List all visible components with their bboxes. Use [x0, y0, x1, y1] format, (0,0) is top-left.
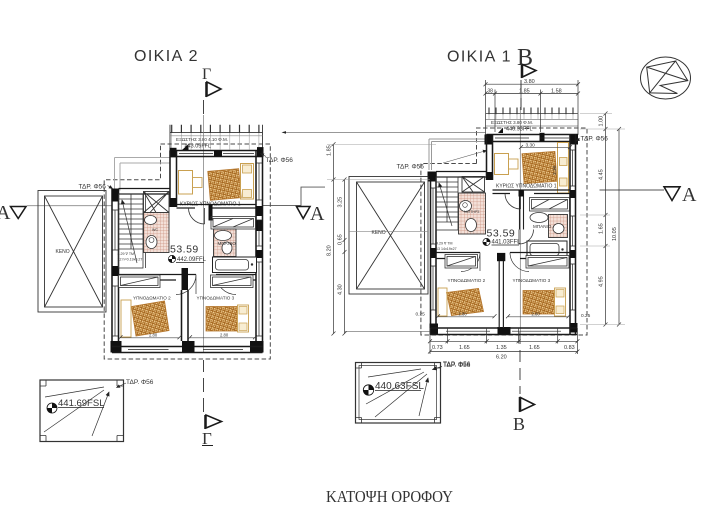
- svg-text:ΤΔΡ. Φ56: ΤΔΡ. Φ56: [443, 362, 471, 369]
- svg-text:Β: Β: [513, 414, 525, 434]
- svg-text:443.09FFL: 443.09FFL: [185, 144, 212, 150]
- svg-text:Α: Α: [682, 184, 697, 206]
- svg-text:0.65: 0.65: [338, 234, 344, 245]
- svg-text:ΥΠΝΟΔΩΜΑΤΙΟ 3: ΥΠΝΟΔΩΜΑΤΙΟ 3: [513, 278, 551, 283]
- svg-text:13 14x19x27: 13 14x19x27: [436, 247, 457, 251]
- svg-text:8.20: 8.20: [327, 245, 333, 256]
- svg-text:Β: Β: [517, 45, 533, 71]
- svg-text:4.45: 4.45: [599, 169, 605, 180]
- svg-text:ΚΕΝΟ: ΚΕΝΟ: [56, 249, 70, 255]
- svg-text:4.29 ∇ ΤΜ: 4.29 ∇ ΤΜ: [436, 242, 453, 246]
- svg-text:2.80: 2.80: [532, 312, 541, 317]
- svg-text:441.03FFL: 441.03FFL: [492, 240, 522, 246]
- svg-text:ΥΠΝΟΔΩΜΑΤΙΟ 3: ΥΠΝΟΔΩΜΑΤΙΟ 3: [197, 296, 235, 301]
- svg-text:440.93FFL: 440.93FFL: [506, 127, 533, 133]
- svg-text:0.73: 0.73: [432, 345, 443, 351]
- svg-text:0.25: 0.25: [581, 313, 591, 319]
- svg-text:441.69FSL: 441.69FSL: [58, 398, 104, 409]
- svg-text:4.29 ∇ ΤΜ: 4.29 ∇ ΤΜ: [118, 252, 135, 256]
- svg-text:ΕΞΩΣΤΗΣ 3.80 Φ.Μ.: ΕΞΩΣΤΗΣ 3.80 Φ.Μ.: [491, 120, 533, 125]
- svg-text:ΜΠΑΝΙΟ: ΜΠΑΝΙΟ: [533, 224, 552, 229]
- svg-text:OIKIA 2: OIKIA 2: [134, 48, 200, 65]
- svg-text:2.80: 2.80: [459, 312, 468, 317]
- svg-text:442.09FFL: 442.09FFL: [177, 257, 207, 263]
- svg-text:0.25: 0.25: [416, 312, 426, 318]
- svg-text:53.59: 53.59: [487, 228, 516, 240]
- svg-text:4.30: 4.30: [338, 284, 344, 295]
- svg-text:Γ: Γ: [202, 429, 212, 448]
- svg-text:1.58: 1.58: [551, 89, 562, 95]
- svg-text:12 h=0.19x0.27: 12 h=0.19x0.27: [118, 258, 143, 262]
- svg-text:1.85: 1.85: [519, 89, 530, 95]
- svg-text:Γ: Γ: [202, 66, 211, 83]
- svg-text:ΚΥΡΙΩΣ ΥΠΝΟΔΩΜΑΤΙΟ 1: ΚΥΡΙΩΣ ΥΠΝΟΔΩΜΑΤΙΟ 1: [496, 184, 557, 190]
- svg-text:1.35: 1.35: [496, 345, 507, 351]
- svg-text:6.20: 6.20: [496, 355, 507, 361]
- svg-text:Α: Α: [0, 202, 11, 224]
- svg-text:2.80: 2.80: [149, 333, 158, 338]
- svg-text:ΝΙΠΤΗΡΣ: ΝΙΠΤΗΡΣ: [464, 210, 480, 214]
- svg-text:1.00: 1.00: [599, 116, 605, 127]
- svg-text:ΚΕΝΟ: ΚΕΝΟ: [372, 230, 386, 236]
- svg-text:4.95: 4.95: [599, 276, 605, 287]
- svg-text:ΚΑΤΟΨΗ ΟΡΟΦΟΥ: ΚΑΤΟΨΗ ΟΡΟΦΟΥ: [326, 487, 453, 506]
- svg-text:1.65: 1.65: [529, 345, 540, 351]
- svg-text:3.30: 3.30: [552, 165, 558, 175]
- svg-text:ΕΞΩΣΤΗΣ 3.80 4.10 Φ.Μ.: ΕΞΩΣΤΗΣ 3.80 4.10 Φ.Μ.: [176, 137, 228, 142]
- svg-text:.38: .38: [486, 89, 493, 95]
- svg-text:WC: WC: [152, 228, 158, 232]
- svg-text:ΥΠΝΟΔΩΜΑΤΙΟ 2: ΥΠΝΟΔΩΜΑΤΙΟ 2: [133, 296, 171, 301]
- svg-text:1.65: 1.65: [599, 223, 605, 234]
- svg-text:1.65: 1.65: [459, 345, 470, 351]
- svg-text:ΤΔΡ. Φ56: ΤΔΡ. Φ56: [126, 379, 154, 386]
- svg-text:1.85: 1.85: [327, 145, 333, 156]
- svg-text:0.83: 0.83: [564, 345, 575, 351]
- svg-text:OIKIA 1: OIKIA 1: [447, 49, 513, 66]
- svg-text:Α: Α: [310, 203, 325, 225]
- svg-text:ΤΔΡ. Φ56: ΤΔΡ. Φ56: [443, 361, 471, 368]
- svg-text:ΜΠΑΝΙΟ: ΜΠΑΝΙΟ: [218, 241, 237, 246]
- svg-text:ΤΔΡ. Φ56: ΤΔΡ. Φ56: [266, 157, 294, 164]
- svg-text:53.59: 53.59: [170, 244, 199, 256]
- svg-text:3.25: 3.25: [338, 197, 344, 208]
- svg-text:ΤΔΡ. Φ56: ΤΔΡ. Φ56: [397, 164, 425, 171]
- svg-text:3.30: 3.30: [526, 143, 536, 149]
- svg-text:3.80: 3.80: [524, 79, 535, 85]
- svg-text:2.80: 2.80: [220, 333, 229, 338]
- svg-text:440.63FSL: 440.63FSL: [375, 381, 424, 392]
- svg-text:ΤΔΡ. Φ56: ΤΔΡ. Φ56: [581, 136, 609, 143]
- svg-text:10.05: 10.05: [612, 227, 618, 241]
- svg-text:ΥΠΝΟΔΩΜΑΤΙΟ 2: ΥΠΝΟΔΩΜΑΤΙΟ 2: [448, 278, 486, 283]
- svg-text:ΤΔΡ. Φ56: ΤΔΡ. Φ56: [79, 184, 107, 191]
